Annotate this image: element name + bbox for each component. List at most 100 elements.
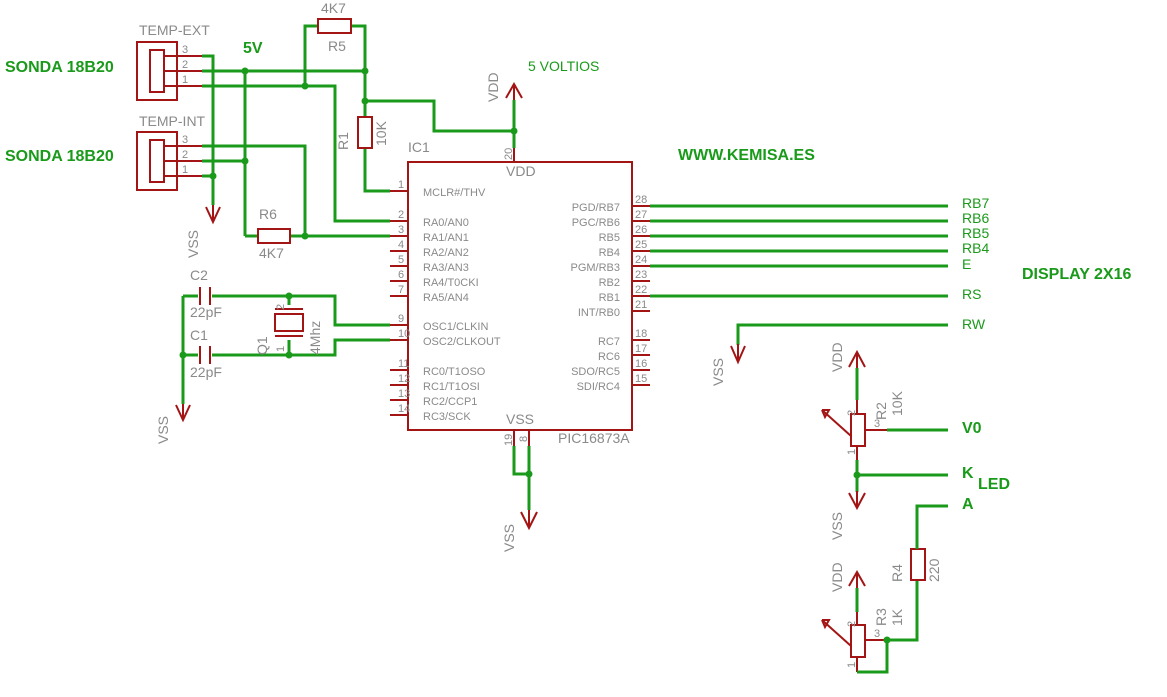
vss-label: VSS bbox=[501, 524, 517, 552]
vss-label: VSS bbox=[710, 358, 726, 386]
display-signal-rb7: RB7 bbox=[962, 195, 989, 211]
pin-num: 1 bbox=[846, 662, 858, 668]
pin-num: 16 bbox=[635, 358, 647, 370]
pin-name: RA0/AN0 bbox=[423, 217, 469, 229]
pin-num: 24 bbox=[635, 254, 647, 266]
pin-name: SDI/RC4 bbox=[577, 381, 620, 393]
q1-name: Q1 bbox=[254, 336, 270, 355]
pin-num: 1 bbox=[182, 164, 188, 176]
pin-name: OSC2/CLKOUT bbox=[423, 336, 501, 348]
pin-num: 23 bbox=[635, 269, 647, 281]
pin-name: PGC/RB6 bbox=[572, 217, 620, 229]
resistor-r6: R6 4K7 bbox=[257, 206, 291, 261]
vdd-label: VDD bbox=[829, 342, 845, 372]
ic1-right-pins: 28PGD/RB727PGC/RB626RB525RB424PGM/RB323R… bbox=[570, 194, 650, 393]
q1-value: 4Mhz bbox=[307, 321, 323, 355]
pin-num: 8 bbox=[518, 436, 530, 442]
pin-num: 19 bbox=[503, 434, 515, 446]
pin-name: RC1/T1OSI bbox=[423, 381, 480, 393]
c1-name: C1 bbox=[190, 327, 208, 343]
pin-name: RB1 bbox=[599, 292, 620, 304]
r3-name: R3 bbox=[873, 608, 889, 626]
pin-num: 15 bbox=[635, 373, 647, 385]
ic1-left-pins: 1MCLR#/THV2RA0/AN03RA1/AN14RA2/AN25RA3/A… bbox=[390, 179, 501, 423]
vss-symbol-ic: VSS bbox=[501, 446, 538, 552]
pin-num: 2 bbox=[182, 59, 188, 71]
pin-name: RA3/AN3 bbox=[423, 262, 469, 274]
pin-name: RC2/CCP1 bbox=[423, 396, 477, 408]
pin-num: 2 bbox=[846, 410, 858, 416]
r2-value: 10K bbox=[889, 390, 905, 416]
pin-num: 2 bbox=[182, 149, 188, 161]
connector-temp-int: TEMP-INT 3 2 1 bbox=[136, 113, 206, 191]
display-bus: VSS bbox=[650, 204, 948, 386]
pin-name: RC6 bbox=[598, 351, 620, 363]
r6-name: R6 bbox=[259, 206, 277, 222]
connector-inner bbox=[149, 139, 165, 183]
pin-num: 1 bbox=[846, 449, 858, 455]
pin-num: 4 bbox=[398, 239, 404, 251]
ic1-body bbox=[407, 161, 633, 431]
pin-num: 3 bbox=[182, 44, 188, 56]
pin-num: 1 bbox=[398, 179, 404, 191]
potentiometer-r3: VDD 2 3 1 R3 1K bbox=[821, 562, 919, 674]
pin-name: OSC1/CLKIN bbox=[423, 321, 488, 333]
pin-num: 20 bbox=[503, 148, 515, 160]
sonda-label-ext: SONDA 18B20 bbox=[5, 59, 114, 76]
resistor-r4: R4 220 bbox=[889, 504, 948, 582]
r1-value: 10K bbox=[373, 120, 389, 146]
sonda-label-int: SONDA 18B20 bbox=[5, 148, 114, 165]
display-signal-rw: RW bbox=[962, 316, 986, 332]
pin-num: 2 bbox=[846, 621, 858, 627]
pin-num: 21 bbox=[635, 299, 647, 311]
pin-name: RA1/AN1 bbox=[423, 232, 469, 244]
pin-name: INT/RB0 bbox=[578, 307, 620, 319]
display-label: DISPLAY 2X16 bbox=[1022, 266, 1132, 283]
temp-int-label: TEMP-INT bbox=[139, 113, 206, 129]
pin-num: 11 bbox=[398, 358, 409, 370]
ic1-pic: IC1 PIC16873A VDD VSS 20 19 8 1MCLR#/THV… bbox=[390, 139, 650, 446]
display-signal-e: E bbox=[962, 256, 971, 272]
pin-num: 9 bbox=[398, 313, 404, 325]
pin-name: RC7 bbox=[598, 336, 620, 348]
crystal-q1: 2 1 Q1 4Mhz bbox=[254, 292, 323, 359]
ic1-name: IC1 bbox=[408, 139, 430, 155]
pin-name: RC0/T1OSO bbox=[423, 366, 486, 378]
ic1-vdd: VDD bbox=[506, 163, 536, 179]
potentiometer-r2: VDD VSS 2 3 1 R2 10K bbox=[821, 342, 948, 540]
pin-name: RA5/AN4 bbox=[423, 292, 469, 304]
display-signal-k: K bbox=[962, 465, 974, 482]
pin-name: RB5 bbox=[599, 232, 620, 244]
pin-num: 3 bbox=[398, 224, 404, 236]
pin-name: SDO/RC5 bbox=[571, 366, 620, 378]
vss-label: VSS bbox=[155, 416, 171, 444]
5-voltios-label: 5 VOLTIOS bbox=[528, 58, 599, 74]
c2-name: C2 bbox=[190, 267, 208, 283]
display-signal-v0: V0 bbox=[962, 420, 982, 437]
resistor-r5: 4K7 R5 bbox=[317, 0, 352, 54]
5v-label: 5V bbox=[243, 40, 263, 57]
r6-value: 4K7 bbox=[259, 245, 284, 261]
vss-symbol-sensors: VSS bbox=[185, 205, 221, 258]
pin-num: 10 bbox=[398, 328, 410, 340]
pin-num: 14 bbox=[398, 403, 410, 415]
svg-text:1: 1 bbox=[275, 346, 287, 352]
